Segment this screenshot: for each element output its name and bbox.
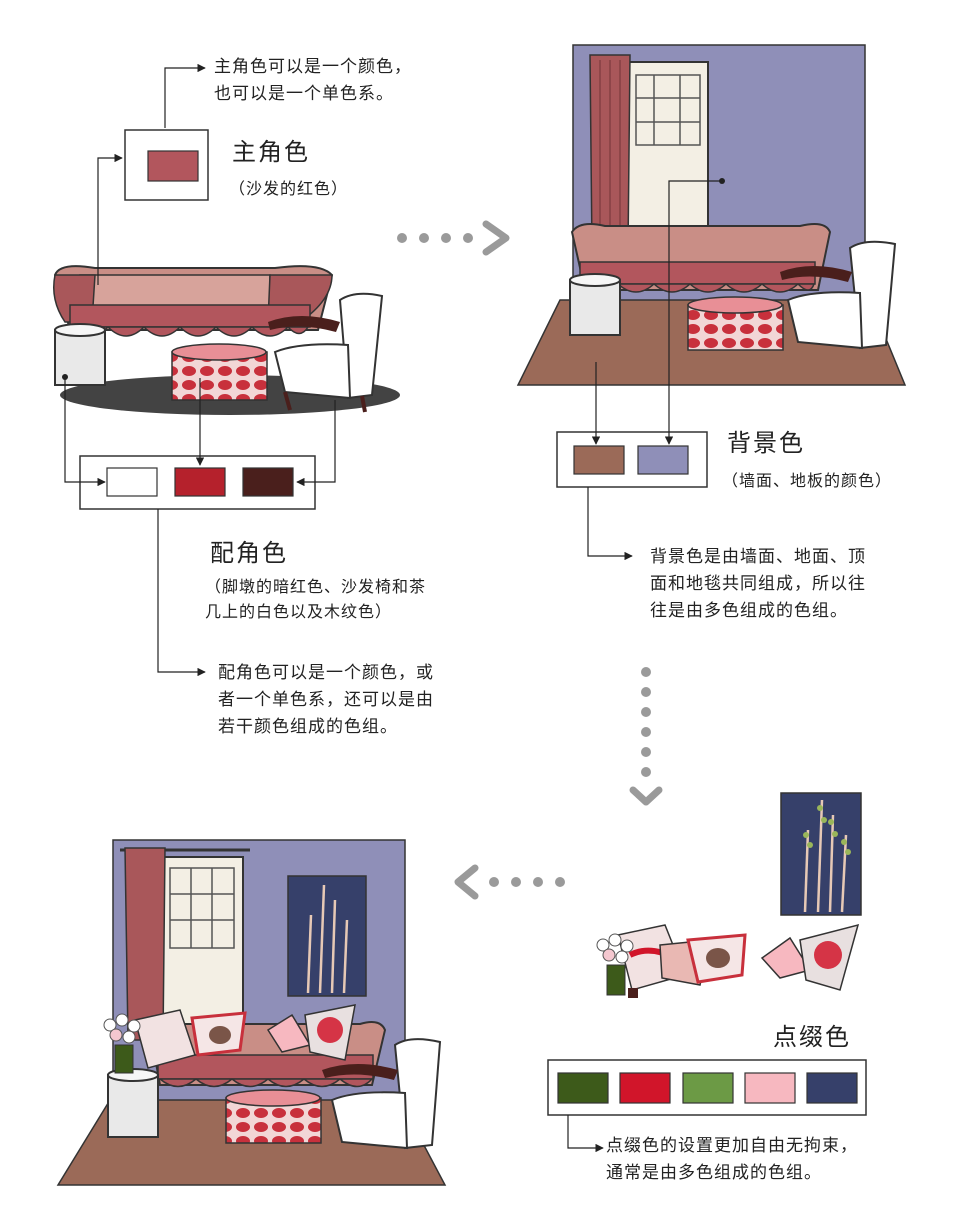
- accent-swatch-red: [619, 1072, 671, 1104]
- background-title: 背景色: [727, 429, 805, 457]
- arrow-right-icon: [397, 220, 510, 256]
- scene-primary-secondary: [53, 265, 400, 415]
- accent-swatch-navy: [806, 1072, 858, 1104]
- scene-final-room: [56, 839, 447, 1186]
- accent-note: 点缀色的设置更加自由无拘束， 通常是由多色组成的色组。: [606, 1136, 858, 1184]
- scene-background: [516, 44, 907, 386]
- arrow-left-icon: [454, 864, 565, 900]
- background-swatch-floor: [573, 445, 625, 475]
- connector-secondary-note: [157, 509, 206, 677]
- secondary-swatch-dark-red: [174, 467, 226, 497]
- background-swatch-wall: [637, 445, 689, 475]
- connector-sofa-to-primary: [97, 153, 123, 285]
- secondary-note: 配角色可以是一个颜色，或 者一个单色系，还可以是由 若干颜色组成的色组。: [218, 663, 434, 738]
- flower-vase-illustration: [596, 933, 638, 998]
- arrow-down-icon: [629, 667, 663, 806]
- primary-note: 主角色可以是一个颜色， 也可以是一个单色系。: [214, 57, 412, 105]
- connector-table-to-white: [64, 377, 106, 487]
- primary-title: 主角色: [232, 138, 310, 166]
- armchair-illustration: [268, 292, 384, 413]
- primary-swatch-sofa-red: [147, 150, 199, 182]
- connector-accent-note: [567, 1115, 604, 1153]
- secondary-swatch-white: [106, 467, 158, 497]
- connector-wall-to-swatch: [664, 180, 722, 445]
- background-subtitle: （墙面、地板的颜色）: [722, 471, 893, 490]
- connector-chair-to-wood: [296, 400, 336, 487]
- connector-background-note: [587, 487, 633, 561]
- side-table-illustration: [54, 323, 106, 386]
- accent-swatch-dark-green: [557, 1072, 609, 1104]
- cushions-illustration: [617, 923, 860, 991]
- background-note: 背景色是由墙面、地面、顶 面和地毯共同组成，所以往 往是由多色组成的色组。: [650, 547, 866, 622]
- secondary-subtitle: （脚墩的暗红色、沙发椅和茶 几上的白色以及木纹色）: [205, 577, 427, 621]
- secondary-title: 配角色: [210, 539, 288, 567]
- primary-subtitle: （沙发的红色）: [229, 179, 349, 198]
- accent-title: 点缀色: [773, 1023, 851, 1051]
- accent-items: [596, 792, 862, 998]
- accent-swatch-pink: [744, 1072, 796, 1104]
- connector-primary-note: [164, 63, 206, 128]
- accent-swatch-green: [682, 1072, 734, 1104]
- sofa-illustration: [53, 265, 334, 337]
- ottoman-illustration: [171, 343, 268, 401]
- secondary-swatch-wood: [242, 467, 294, 497]
